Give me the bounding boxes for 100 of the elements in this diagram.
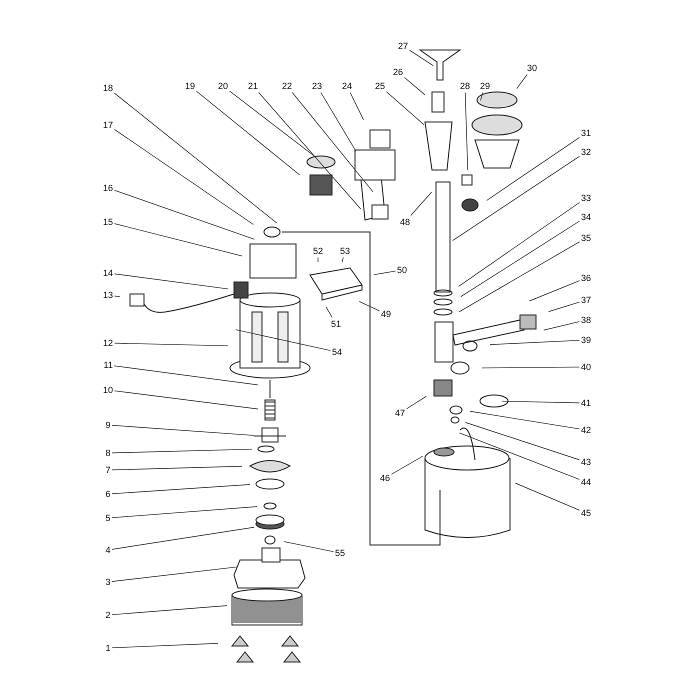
leader-line	[112, 448, 252, 454]
leader-line	[516, 74, 528, 89]
leader-line	[114, 296, 120, 298]
leader-line	[465, 422, 580, 460]
leader-line	[460, 220, 580, 298]
leader-line	[229, 90, 316, 158]
callout-number: 35	[581, 233, 592, 243]
callout-number: 13	[103, 290, 114, 300]
callout-number: 21	[248, 81, 258, 91]
callout-number: 24	[342, 81, 352, 91]
callout-number: 15	[103, 217, 114, 227]
leader-line	[112, 506, 258, 518]
leader-line	[406, 396, 427, 410]
callout-number: 4	[106, 545, 111, 555]
callout-number: 16	[103, 183, 114, 193]
callout-number: 23	[312, 81, 322, 91]
leader-line	[404, 77, 426, 96]
callout-number: 42	[581, 425, 592, 435]
leader-line	[112, 605, 228, 616]
leader-line	[529, 280, 580, 302]
leader-line	[464, 92, 468, 170]
leader-line	[386, 91, 424, 126]
leader-line	[482, 366, 580, 368]
callout-number: 20	[218, 81, 228, 91]
callout-number: 27	[398, 41, 408, 51]
callout-number: 52	[313, 246, 324, 256]
callout-number: 9	[106, 420, 111, 430]
leader-line	[470, 410, 580, 430]
callout-number: 30	[527, 63, 538, 73]
leader-line	[112, 526, 254, 550]
leader-line	[112, 643, 218, 648]
callout-number: 53	[340, 246, 350, 256]
leader-line	[410, 192, 432, 216]
callout-number: 31	[581, 128, 592, 138]
callout-number: 3	[106, 577, 111, 587]
callout-number: 33	[581, 193, 592, 203]
leader-line	[320, 92, 356, 152]
callout-number: 19	[185, 81, 196, 91]
callout-number: 41	[581, 398, 592, 408]
callout-number: 38	[581, 315, 592, 325]
callout-number: 17	[103, 120, 114, 130]
leader-line	[409, 50, 434, 66]
leader-line	[114, 342, 228, 346]
leader-line	[452, 156, 580, 241]
callout-number: 11	[104, 360, 113, 370]
callout-number: 36	[581, 273, 592, 283]
leader-line	[112, 466, 242, 470]
leader-line	[112, 484, 250, 494]
leader-line	[548, 302, 580, 312]
leader-line	[283, 541, 334, 552]
callout-number: 34	[581, 212, 592, 222]
leader-line	[112, 566, 238, 582]
callout-number: 28	[460, 81, 470, 91]
leader-line	[326, 306, 333, 318]
callout-number: 6	[106, 489, 111, 499]
leader-line	[502, 400, 580, 404]
callout-number: 50	[397, 265, 408, 275]
leader-line	[515, 482, 580, 511]
callout-number: 55	[335, 548, 346, 558]
callout-number: 2	[106, 610, 111, 620]
callout-number: 47	[395, 408, 406, 418]
leader-line	[486, 137, 580, 201]
leader-line	[114, 223, 243, 256]
leader-line	[114, 190, 255, 240]
callout-number: 44	[581, 477, 592, 487]
callout-number: 51	[331, 319, 342, 329]
callout-number: 10	[103, 385, 114, 395]
callout-number: 45	[581, 508, 592, 518]
leader-line	[112, 424, 254, 436]
leader-line	[459, 432, 580, 480]
leader-line	[114, 92, 278, 224]
callout-number: 18	[103, 83, 114, 93]
leader-line	[543, 321, 580, 330]
callout-number: 40	[581, 362, 592, 372]
callout-number: 46	[380, 473, 390, 483]
callout-number: 29	[480, 81, 490, 91]
callout-number: 39	[581, 335, 592, 345]
callout-number: 25	[375, 81, 386, 91]
leader-line	[292, 92, 374, 192]
callout-number: 7	[106, 465, 111, 475]
leader-line	[458, 241, 580, 312]
leader-line	[114, 274, 228, 290]
leader-line	[235, 329, 331, 351]
leader-line	[196, 90, 300, 176]
callout-number: 26	[393, 67, 404, 77]
callout-number: 12	[103, 338, 114, 348]
callout-number: 1	[106, 643, 111, 653]
leader-line	[114, 390, 258, 410]
callout-number: 8	[106, 448, 111, 458]
callout-number: 32	[581, 147, 592, 157]
leader-line	[480, 92, 484, 101]
leader-line	[358, 301, 380, 312]
leader-line	[490, 340, 580, 345]
callout-number: 49	[381, 309, 392, 319]
leader-line	[342, 257, 344, 263]
leader-line	[391, 456, 424, 475]
leader-line	[258, 92, 362, 210]
callout-number: 37	[581, 295, 592, 305]
callout-number: 48	[400, 217, 410, 227]
callout-number: 43	[581, 457, 592, 467]
